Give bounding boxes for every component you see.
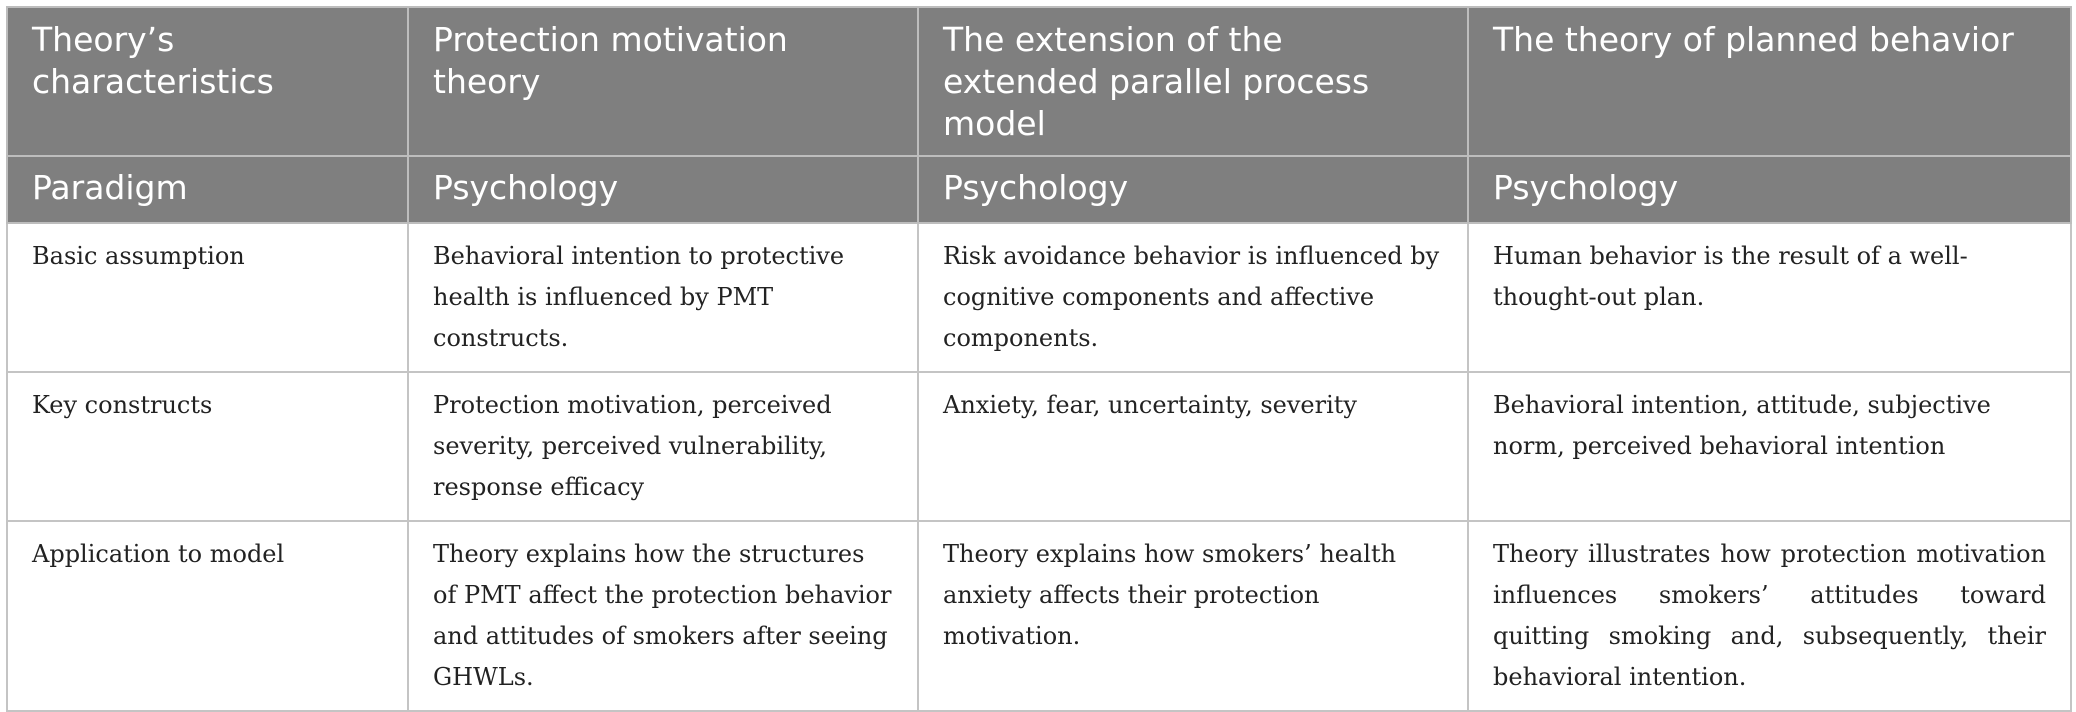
paradigm-label: Paradigm [6, 155, 409, 224]
header-cell-characteristics: Theory’s characteristics [6, 6, 409, 157]
header-cell-pmt: Protection motivation theory [407, 6, 919, 157]
header-cell-tpb: The theory of planned behavior [1467, 6, 2072, 157]
table-row: Key constructs Protection motivation, pe… [6, 371, 2072, 522]
paradigm-pmt: Psychology [407, 155, 919, 224]
cell-application-pmt: Theory explains how the structures of PM… [407, 520, 919, 712]
row-label-key-constructs: Key constructs [6, 371, 409, 522]
cell-key-constructs-eppm: Anxiety, fear, uncertainty, severity [917, 371, 1469, 522]
table-row: Basic assumption Behavioral intention to… [6, 222, 2072, 373]
header-row: Theory’s characteristics Protection moti… [6, 6, 2072, 157]
row-label-application: Application to model [6, 520, 409, 712]
paradigm-row: Paradigm Psychology Psychology Psycholog… [6, 155, 2072, 224]
theory-comparison-table: Theory’s characteristics Protection moti… [6, 6, 2072, 712]
cell-key-constructs-pmt: Protection motivation, perceived severit… [407, 371, 919, 522]
cell-application-tpb: Theory illustrates how protection motiva… [1467, 520, 2072, 712]
row-label-basic-assumption: Basic assumption [6, 222, 409, 373]
header-cell-eppm: The extension of the extended parallel p… [917, 6, 1469, 157]
cell-basic-assumption-tpb: Human behavior is the result of a well-t… [1467, 222, 2072, 373]
cell-application-eppm: Theory explains how smokers’ health anxi… [917, 520, 1469, 712]
cell-basic-assumption-pmt: Behavioral intention to protective healt… [407, 222, 919, 373]
cell-basic-assumption-eppm: Risk avoidance behavior is influenced by… [917, 222, 1469, 373]
table-row: Application to model Theory explains how… [6, 520, 2072, 712]
paradigm-eppm: Psychology [917, 155, 1469, 224]
paradigm-tpb: Psychology [1467, 155, 2072, 224]
cell-key-constructs-tpb: Behavioral intention, attitude, subjecti… [1467, 371, 2072, 522]
